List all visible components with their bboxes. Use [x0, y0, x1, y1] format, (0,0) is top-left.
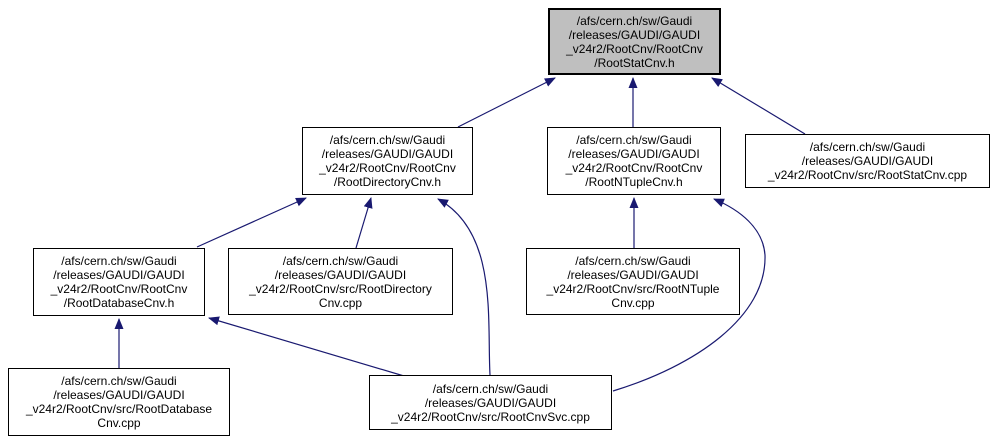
node-root-stat-cnv-h[interactable]: /afs/cern.ch/sw/Gaudi /releases/GAUDI/GA… [548, 8, 721, 75]
edge-root-stat-cnv-cpp-to-root-stat-cnv-h [711, 77, 806, 135]
edge-root-cnv-svc-cpp-to-root-database-cnv-h [208, 316, 405, 377]
node-root-cnv-svc-cpp[interactable]: /afs/cern.ch/sw/Gaudi /releases/GAUDI/GA… [369, 375, 612, 430]
edge-root-directory-cnv-h-to-root-stat-cnv-h [457, 77, 556, 128]
node-root-database-cnv-cpp[interactable]: /afs/cern.ch/sw/Gaudi /releases/GAUDI/GA… [8, 368, 230, 436]
edge-group [114, 77, 806, 392]
node-root-stat-cnv-cpp[interactable]: /afs/cern.ch/sw/Gaudi /releases/GAUDI/GA… [745, 134, 990, 188]
node-root-ntuple-cnv-cpp[interactable]: /afs/cern.ch/sw/Gaudi /releases/GAUDI/GA… [526, 248, 740, 315]
edge-root-database-cnv-h-to-root-directory-cnv-h [196, 197, 307, 248]
node-root-directory-cnv-cpp[interactable]: /afs/cern.ch/sw/Gaudi /releases/GAUDI/GA… [228, 248, 453, 315]
edge-root-cnv-svc-cpp-to-root-directory-cnv-h [437, 198, 491, 376]
node-root-ntuple-cnv-h[interactable]: /afs/cern.ch/sw/Gaudi /releases/GAUDI/GA… [547, 127, 721, 195]
node-root-database-cnv-h[interactable]: /afs/cern.ch/sw/Gaudi /releases/GAUDI/GA… [33, 248, 205, 316]
edge-root-cnv-svc-cpp-to-root-ntuple-cnv-h [612, 198, 766, 392]
edge-root-directory-cnv-cpp-to-root-directory-cnv-h [355, 197, 373, 249]
node-root-directory-cnv-h[interactable]: /afs/cern.ch/sw/Gaudi /releases/GAUDI/GA… [302, 127, 473, 195]
